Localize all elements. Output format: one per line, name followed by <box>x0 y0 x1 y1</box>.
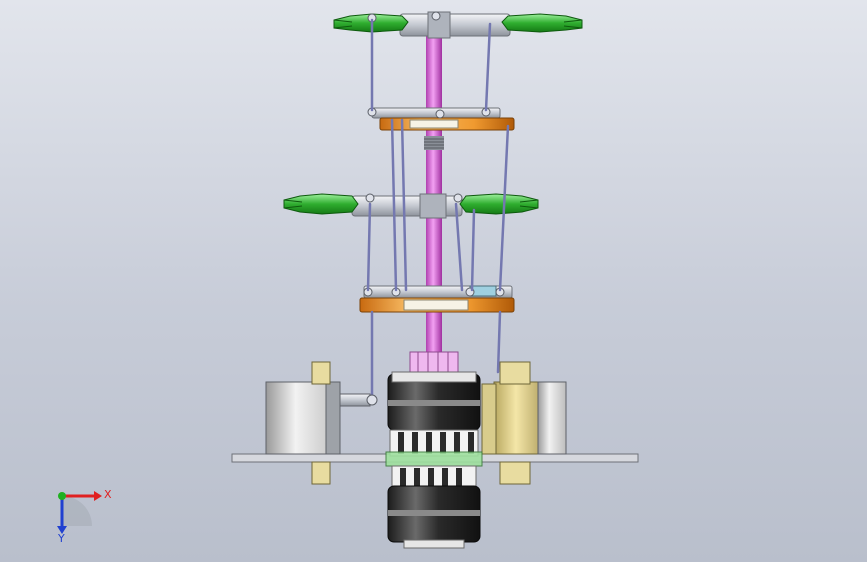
upper-pivot-ball-right <box>431 11 441 21</box>
lower-gear-teeth <box>400 468 462 486</box>
shaft-thread-lines <box>424 138 444 149</box>
upper-right-grip-fork <box>563 19 583 29</box>
right-servo-mount-top <box>499 361 531 385</box>
upper-swash-ball-center <box>435 109 445 119</box>
right-servo-bracket <box>481 383 497 455</box>
push-rod-lower-right-a[interactable] <box>454 202 464 292</box>
green-coupler <box>385 451 483 467</box>
lower-swash-bearing <box>403 299 469 311</box>
lower-motor-band <box>388 510 480 516</box>
y-axis-label: Y <box>57 532 65 545</box>
upper-swashplate[interactable] <box>367 107 515 131</box>
axis-origin <box>58 492 66 500</box>
push-rod-upper-right[interactable] <box>484 22 492 112</box>
left-servo-mount-bottom <box>311 461 331 485</box>
lower-hub-block <box>419 193 447 219</box>
left-servo-arm[interactable] <box>339 393 371 407</box>
x-axis-label: X <box>104 488 112 501</box>
push-rod-mid-right[interactable] <box>498 124 510 292</box>
right-servo-mount-bottom <box>499 461 531 485</box>
lower-rotor-head[interactable] <box>283 193 539 219</box>
left-servo-mount-top <box>311 361 331 385</box>
upper-left-grip-fork <box>333 19 353 29</box>
left-servo-ball <box>366 394 378 406</box>
push-rod-servo-right[interactable] <box>496 310 502 374</box>
lower-pivot-ball-left <box>365 193 375 203</box>
lower-motor-cap <box>403 539 465 549</box>
lower-right-blade-grip[interactable] <box>459 193 539 215</box>
right-servo-mount[interactable] <box>493 381 539 455</box>
y-axis-arrowhead <box>57 526 67 534</box>
left-servo-side <box>325 381 341 455</box>
upper-right-blade-grip[interactable] <box>501 13 583 33</box>
push-rod-mid-left-a[interactable] <box>390 118 398 292</box>
upper-swash-bearing <box>409 119 459 129</box>
drive-assembly[interactable] <box>385 351 483 549</box>
push-rod-lower-right-b[interactable] <box>470 208 476 292</box>
axis-triad-shadow <box>62 496 92 526</box>
lower-left-blade-grip[interactable] <box>283 193 359 215</box>
left-servo[interactable] <box>265 361 378 485</box>
push-rod-lower-left[interactable] <box>366 202 372 292</box>
axis-triad: X Y <box>57 488 112 545</box>
push-rods[interactable] <box>366 18 510 402</box>
right-servo-case[interactable] <box>537 381 567 455</box>
upper-motor-band <box>388 400 480 406</box>
right-servo[interactable] <box>481 361 567 485</box>
lower-right-grip-fork <box>519 199 539 209</box>
lower-swashplate[interactable] <box>359 285 515 313</box>
push-rod-mid-left-b[interactable] <box>400 118 408 292</box>
x-axis-arrowhead <box>94 491 102 501</box>
lower-pivot-ball-right <box>453 193 463 203</box>
main-gear-teeth <box>398 432 474 454</box>
upper-hub-bar[interactable] <box>399 13 511 37</box>
lower-left-grip-fork <box>283 199 303 209</box>
upper-motor-cap <box>391 371 477 383</box>
